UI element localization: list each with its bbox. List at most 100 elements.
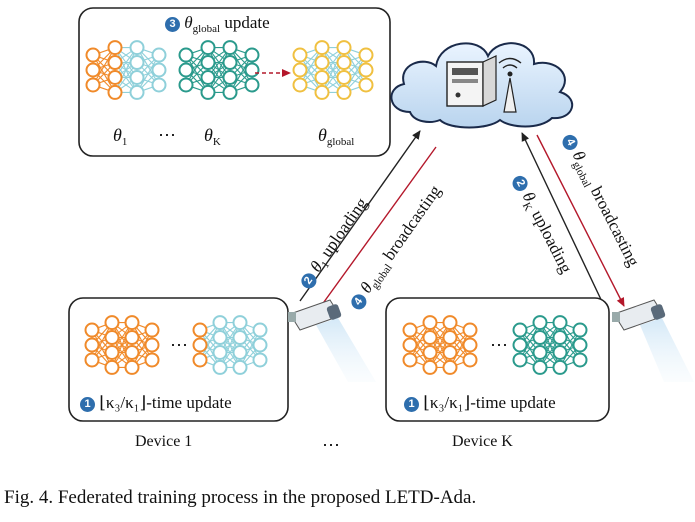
network-node xyxy=(124,359,140,375)
network-node xyxy=(129,55,145,71)
network-node xyxy=(212,344,228,360)
network-node xyxy=(292,62,308,78)
network-node xyxy=(212,330,228,346)
arrow-left-upload xyxy=(299,130,421,302)
network-node xyxy=(129,40,145,56)
network-node xyxy=(222,55,238,71)
network-node xyxy=(104,344,120,360)
network-edge xyxy=(219,322,241,368)
network-node xyxy=(212,315,228,331)
network-node xyxy=(314,40,330,56)
network-node xyxy=(314,84,330,100)
network-node xyxy=(252,337,268,353)
cloud-server-icon xyxy=(390,42,574,129)
network-node xyxy=(532,315,548,331)
network-node xyxy=(107,55,123,71)
network-node xyxy=(442,344,458,360)
network-node xyxy=(192,322,208,338)
network-node xyxy=(336,55,352,71)
device-1-network-b xyxy=(192,315,268,375)
camera-icon-right xyxy=(612,299,694,382)
network-theta-k xyxy=(178,40,260,100)
network-node xyxy=(244,47,260,63)
middle-ellipsis: ⋯ xyxy=(322,435,340,455)
theta-symbol: θ xyxy=(184,13,193,32)
network-node xyxy=(462,322,478,338)
device-1-ellipsis: ⋯ xyxy=(170,335,188,355)
device-k-network-a xyxy=(402,315,478,375)
network-node xyxy=(572,352,588,368)
network-node xyxy=(462,352,478,368)
network-node xyxy=(84,337,100,353)
arrow-right-broadcast xyxy=(536,134,625,307)
network-node xyxy=(232,315,248,331)
label-theta-k: θK xyxy=(204,125,221,148)
device-1-network-a xyxy=(84,315,160,375)
network-node xyxy=(151,77,167,93)
network-node xyxy=(144,352,160,368)
network-node xyxy=(85,77,101,93)
network-node xyxy=(144,322,160,338)
network-edge xyxy=(114,47,138,93)
network-edge xyxy=(207,47,231,93)
network-node xyxy=(358,47,374,63)
network-node xyxy=(442,315,458,331)
network-node xyxy=(402,322,418,338)
network-node xyxy=(178,62,194,78)
network-node xyxy=(129,69,145,85)
network-node xyxy=(85,62,101,78)
network-node xyxy=(222,69,238,85)
network-node xyxy=(200,40,216,56)
network-node xyxy=(124,344,140,360)
network-node xyxy=(151,47,167,63)
arrow-right-upload xyxy=(521,132,606,309)
network-node xyxy=(402,337,418,353)
network-node xyxy=(178,47,194,63)
network-node xyxy=(532,344,548,360)
network-node xyxy=(442,330,458,346)
network-node xyxy=(422,315,438,331)
global-ellipsis: ⋯ xyxy=(158,125,176,145)
network-node xyxy=(292,77,308,93)
network-node xyxy=(572,322,588,338)
device-1-update-label: 1 ⌊κ₃/κ₁⌋-time update xyxy=(80,394,232,412)
network-node xyxy=(336,84,352,100)
network-node xyxy=(512,337,528,353)
network-node xyxy=(552,330,568,346)
network-node xyxy=(422,359,438,375)
title-suffix: update xyxy=(220,13,270,32)
network-node xyxy=(252,322,268,338)
network-node xyxy=(192,352,208,368)
network-node xyxy=(422,330,438,346)
network-node xyxy=(336,69,352,85)
network-node xyxy=(200,55,216,71)
network-node xyxy=(129,84,145,100)
network-node xyxy=(178,77,194,93)
network-node xyxy=(532,330,548,346)
network-edge xyxy=(429,322,451,368)
arrow-left-broadcast xyxy=(315,146,437,314)
network-node xyxy=(292,47,308,63)
network-node xyxy=(244,62,260,78)
network-node xyxy=(232,359,248,375)
network-node xyxy=(462,337,478,353)
network-edge xyxy=(539,322,561,368)
device-k-name: Device K xyxy=(452,433,513,450)
network-node xyxy=(442,359,458,375)
global-update-title: 3 θglobal update xyxy=(165,14,270,35)
network-node xyxy=(314,55,330,71)
network-node xyxy=(200,69,216,85)
network-node xyxy=(552,315,568,331)
network-node xyxy=(84,352,100,368)
network-node xyxy=(222,40,238,56)
network-edge xyxy=(321,47,345,93)
network-node xyxy=(104,330,120,346)
network-node xyxy=(212,359,228,375)
network-node xyxy=(358,62,374,78)
network-node xyxy=(552,344,568,360)
network-theta-1 xyxy=(85,40,167,100)
network-node xyxy=(85,47,101,63)
network-node xyxy=(422,344,438,360)
network-node xyxy=(222,84,238,100)
